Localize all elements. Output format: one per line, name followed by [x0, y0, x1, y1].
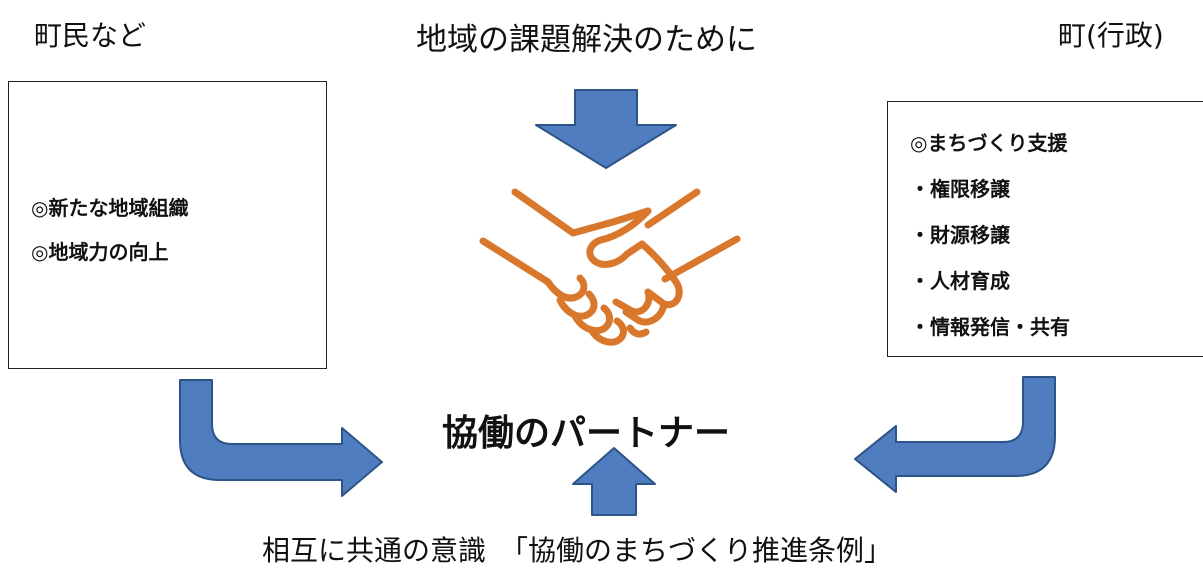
right-box-item: ・情報発信・共有	[910, 315, 1070, 339]
top-heading-purpose: 地域の課題解決のために	[416, 22, 757, 58]
right-box-item: ・財源移譲	[910, 223, 1010, 247]
center-title-partner: 協働のパートナー	[442, 413, 731, 454]
left-box-item: ◎新たな地域組織	[31, 196, 189, 220]
right-heading-government: 町(行政)	[1058, 19, 1164, 52]
bottom-caption-ordinance: 相互に共通の意識 「協働のまちづくり推進条例」	[262, 534, 893, 567]
left-box-community: ◎新たな地域組織 ◎地域力の向上	[8, 81, 327, 369]
right-box-item: ・権限移譲	[910, 177, 1010, 201]
left-box-list: ◎新たな地域組織 ◎地域力の向上	[31, 186, 188, 274]
right-box-item: ・人材育成	[910, 269, 1010, 293]
right-box-support: ◎まちづくり支援 ・権限移譲 ・財源移譲 ・人材育成 ・情報発信・共有	[887, 101, 1203, 357]
right-box-item: ◎まちづくり支援	[910, 131, 1068, 155]
arrow-up-icon	[572, 447, 656, 516]
handshake-icon	[479, 188, 741, 346]
curved-arrow-right-icon	[179, 379, 383, 497]
left-heading-townspeople: 町民など	[34, 19, 147, 52]
curved-arrow-left-icon	[854, 376, 1056, 493]
arrow-down-icon	[535, 89, 677, 169]
right-box-list: ◎まちづくり支援 ・権限移譲 ・財源移譲 ・人材育成 ・情報発信・共有	[910, 120, 1070, 350]
left-box-item: ◎地域力の向上	[31, 240, 169, 264]
